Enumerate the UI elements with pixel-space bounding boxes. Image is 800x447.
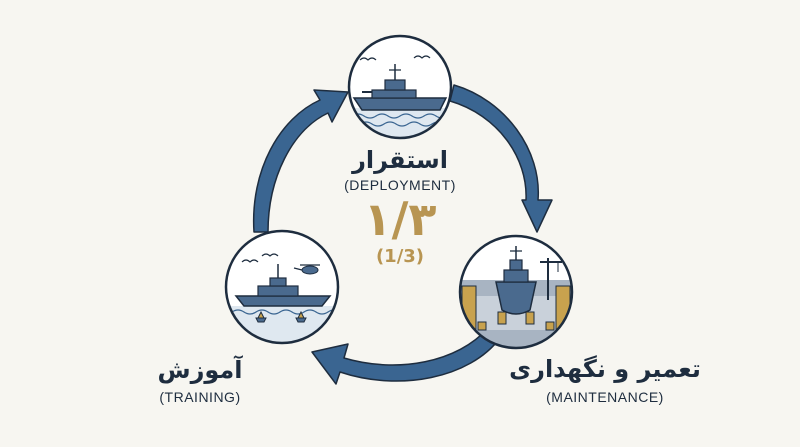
- warship-with-helicopter-icon: [224, 229, 340, 345]
- maintenance-label-en: (MAINTENANCE): [546, 389, 664, 405]
- deployment-label-en: (DEPLOYMENT): [344, 177, 456, 193]
- maintenance-label-fa: تعمیر و نگهداری: [509, 355, 701, 383]
- warship-at-sea-icon: [347, 34, 453, 140]
- training-label-fa: آموزش: [157, 356, 243, 384]
- cycle-arrow-icon: [252, 84, 553, 385]
- deployment-label-fa: استقرار: [352, 146, 448, 174]
- training-label-en: (TRAINING): [159, 389, 241, 405]
- ratio-value-fa: ۱/۳: [363, 192, 437, 246]
- ratio-value-en: (1/3): [375, 246, 425, 267]
